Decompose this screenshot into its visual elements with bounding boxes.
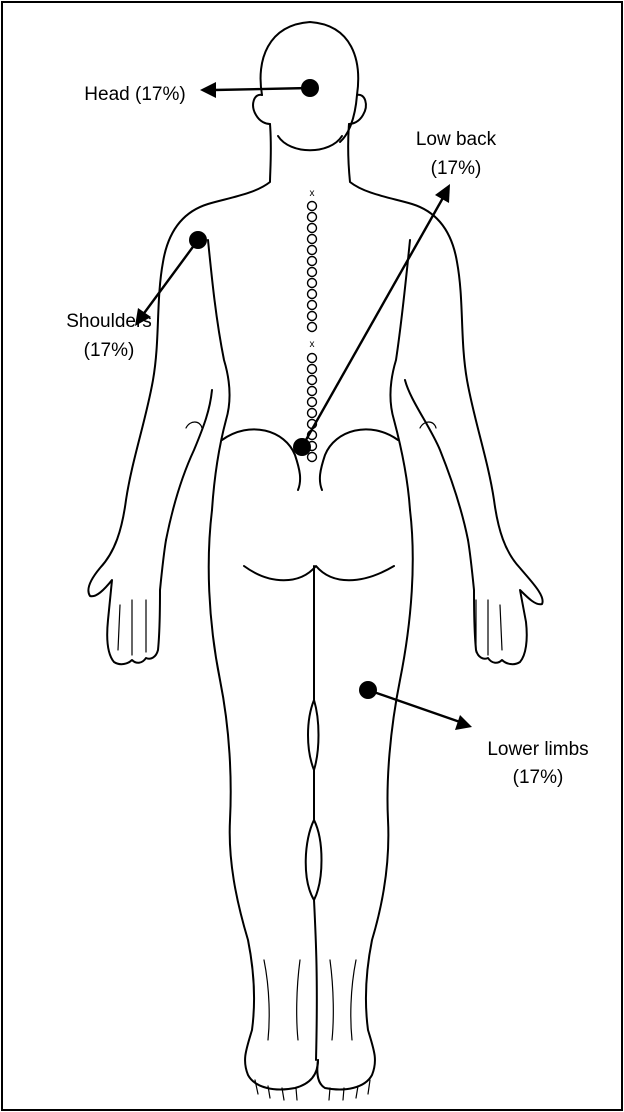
vertebra: [308, 279, 317, 288]
spine: x x: [308, 188, 317, 462]
shoulders-label: Shoulders: [66, 311, 152, 332]
vertebra: [308, 409, 317, 418]
shoulders-arrow-line: [142, 240, 198, 316]
vertebra: [308, 387, 317, 396]
head-arrowhead: [200, 82, 216, 98]
left-fingers: [118, 600, 146, 655]
left-elbow: [186, 422, 202, 428]
vertebra-cross-mid: x: [310, 339, 315, 350]
low-back-percent: (17%): [431, 158, 482, 179]
left-calf-lines: [264, 960, 300, 1040]
vertebra-cross-top: x: [310, 188, 315, 199]
low-back-arrow-line: [302, 196, 444, 447]
vertebra: [308, 235, 317, 244]
head-label: Head (17%): [84, 84, 185, 105]
lower-limbs-arrow-line: [368, 690, 460, 722]
vertebra: [308, 453, 317, 462]
lower-limbs-pointer: [359, 681, 472, 730]
chin-curve: [278, 136, 342, 150]
vertebra: [308, 257, 317, 266]
shoulders-percent: (17%): [84, 340, 135, 361]
low-back-label: Low back: [416, 129, 497, 150]
right-torso: [390, 240, 410, 510]
vertebra: [308, 246, 317, 255]
left-ear: [253, 95, 270, 124]
right-fingers: [476, 600, 502, 655]
buttocks-curve: [244, 566, 394, 580]
lower-limbs-percent: (17%): [513, 767, 564, 788]
right-leg-outer: [317, 510, 412, 1089]
lower-limbs-label: Lower limbs: [487, 739, 588, 760]
inner-leg-line: [306, 566, 322, 1060]
back-lumbar-curves-right: [320, 429, 398, 490]
vertebra: [308, 268, 317, 277]
vertebra: [308, 323, 317, 332]
lower-limbs-arrowhead: [455, 715, 472, 730]
left-torso: [208, 240, 230, 510]
vertebra: [308, 376, 317, 385]
body-outline: [88, 22, 542, 1100]
left-side-outline: [88, 124, 270, 664]
vertebra: [308, 312, 317, 321]
vertebra: [308, 301, 317, 310]
vertebra: [308, 290, 317, 299]
left-inner-arm: [166, 390, 212, 540]
vertebra: [308, 398, 317, 407]
vertebra: [308, 365, 317, 374]
vertebra: [308, 213, 317, 222]
vertebra: [308, 224, 317, 233]
right-side-outline: [348, 124, 542, 664]
right-inner-arm: [405, 380, 468, 540]
left-leg-outer: [209, 510, 318, 1089]
back-lumbar-curves: [222, 429, 300, 490]
head-arrow-line: [214, 88, 310, 90]
vertebra: [308, 202, 317, 211]
vertebra: [308, 354, 317, 363]
right-calf-lines: [330, 960, 356, 1040]
